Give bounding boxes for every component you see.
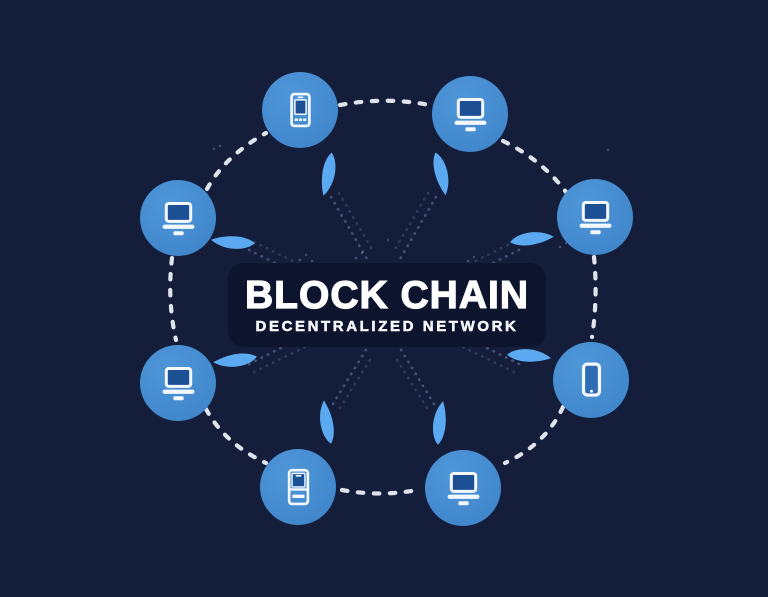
diagram-subtitle: DECENTRALIZED NETWORK xyxy=(255,318,519,335)
laptop-icon xyxy=(573,195,618,240)
laptop-icon xyxy=(441,466,486,511)
node-top-left xyxy=(262,72,338,148)
node-upper-left xyxy=(140,180,216,256)
node-bottom-right xyxy=(425,450,501,526)
ring-dashed-links xyxy=(168,98,598,496)
smartphone-icon xyxy=(569,358,614,403)
node-lower-left xyxy=(140,345,216,421)
leaf-petal xyxy=(213,353,257,367)
center-spoke-dots xyxy=(247,191,521,410)
leaf-petal xyxy=(510,232,554,246)
node-bottom-left xyxy=(260,449,336,525)
leaf-petal xyxy=(433,401,446,445)
leaf-petal xyxy=(320,400,334,444)
laptop-icon xyxy=(156,196,201,241)
node-lower-right xyxy=(553,342,629,418)
laptop-icon xyxy=(448,92,493,137)
laptop-icon xyxy=(156,361,201,406)
card-device-icon xyxy=(276,465,321,510)
leaf-petal xyxy=(507,349,551,362)
node-upper-right xyxy=(557,179,633,255)
leaf-petals xyxy=(211,152,554,445)
leaf-petal xyxy=(433,152,449,196)
title-card: BLOCK CHAIN DECENTRALIZED NETWORK xyxy=(228,263,546,347)
mobile-device-icon xyxy=(278,88,323,133)
node-top-right xyxy=(432,76,508,152)
leaf-petal xyxy=(211,236,255,249)
diagram-title: BLOCK CHAIN xyxy=(244,274,529,317)
leaf-petal xyxy=(321,152,336,196)
